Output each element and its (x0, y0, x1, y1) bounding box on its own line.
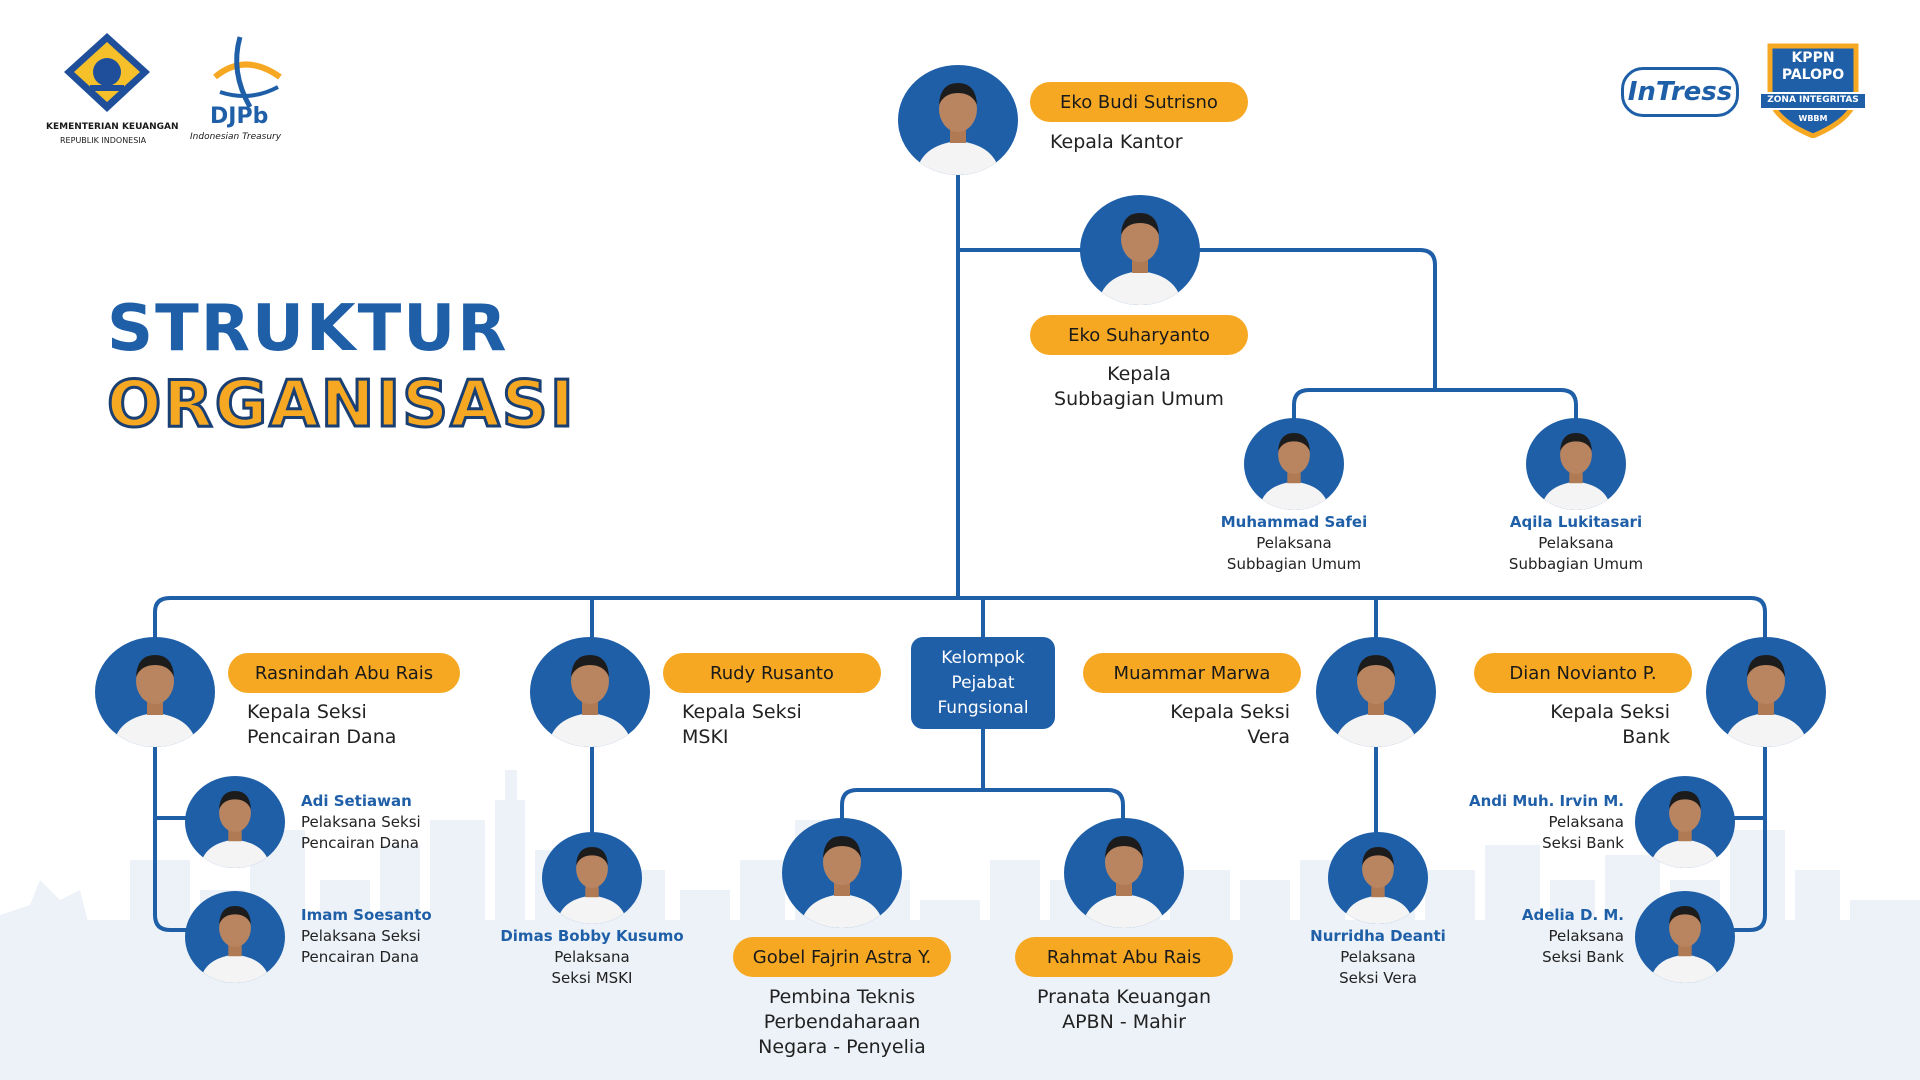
staff-name-safei: Muhammad Safei (1220, 513, 1368, 531)
avatar-gobel (782, 818, 902, 928)
role-rudy: Kepala Seksi MSKI (682, 701, 802, 748)
staff-role-dimas: Pelaksana Seksi MSKI (551, 948, 633, 987)
staff-role-adelia: Pelaksana Seksi Bank (1542, 927, 1624, 966)
staff-role-aqila: Pelaksana Subbagian Umum (1508, 534, 1644, 573)
person-portrait-icon (548, 655, 632, 747)
name-pill-head: Eko Budi Sutrisno (1030, 82, 1248, 122)
person-portrait-icon (1342, 847, 1414, 924)
avatar-imam (185, 891, 285, 983)
person-portrait-icon (113, 655, 197, 747)
avatar-dimas (542, 832, 642, 924)
person-portrait-icon (1724, 655, 1808, 747)
person-portrait-icon (1649, 906, 1721, 983)
kemenkeu-label-1: KEMENTERIAN KEUANGAN (46, 122, 179, 132)
role-muammar: Kepala Seksi Vera (1170, 701, 1290, 748)
role-head: Kepala Kantor (1050, 131, 1183, 153)
kppn-label-2: PALOPO (1781, 67, 1845, 83)
kemenkeu-emblem-icon (64, 33, 150, 112)
djpb-logo (200, 32, 290, 112)
role-subbag: Kepala Subbagian Umum (1054, 363, 1224, 410)
kelompok-jabatan-fungsional-box: Kelompok Pejabat Fungsional (911, 637, 1055, 729)
avatar-rasnindah (95, 637, 215, 747)
staff-role-safei: Pelaksana Subbagian Umum (1226, 534, 1362, 573)
role-rahmat: Pranata Keuangan APBN - Mahir (1036, 986, 1212, 1033)
kppn-bottom-label: WBBM (1798, 114, 1828, 123)
avatar-adelia (1635, 891, 1735, 983)
person-portrait-icon (800, 836, 884, 928)
page-title-line-1: STRUKTUR (107, 292, 509, 366)
avatar-subbag (1080, 195, 1200, 305)
staff-role-imam: Pelaksana Seksi Pencairan Dana (301, 927, 421, 966)
avatar-nurridha (1328, 832, 1428, 924)
djpb-sublabel: Indonesian Treasury (190, 132, 282, 142)
person-portrait-icon (556, 847, 628, 924)
role-gobel: Pembina Teknis Perbendaharaan Negara - P… (758, 986, 926, 1058)
kppn-label-1: KPPN (1791, 50, 1835, 66)
name-pill-dian: Dian Novianto P. (1474, 653, 1692, 693)
name-pill-gobel: Gobel Fajrin Astra Y. (733, 937, 951, 977)
staff-name-imam: Imam Soesanto (301, 906, 432, 924)
person-portrait-icon (1258, 433, 1330, 510)
staff-name-aqila: Aqila Lukitasari (1509, 513, 1643, 531)
djpb-label: DJPb (210, 104, 269, 129)
intress-label: InTress (1627, 77, 1733, 107)
avatar-rudy (530, 637, 650, 747)
staff-role-adi: Pelaksana Seksi Pencairan Dana (301, 813, 421, 852)
avatar-safei (1244, 418, 1344, 510)
avatar-rahmat (1064, 818, 1184, 928)
staff-role-nurridha: Pelaksana Seksi Vera (1339, 948, 1417, 987)
name-pill-rasnindah: Rasnindah Abu Rais (228, 653, 460, 693)
kemenkeu-logo (60, 30, 155, 115)
avatar-andi (1635, 776, 1735, 868)
avatar-muammar (1316, 637, 1436, 747)
staff-name-dimas: Dimas Bobby Kusumo (500, 927, 684, 945)
djpb-swoosh-icon (213, 36, 282, 109)
staff-name-adelia: Adelia D. M. (1521, 906, 1624, 924)
kppn-palopo-badge: KPPN PALOPO ZONA INTEGRITAS WBBM (1758, 38, 1868, 138)
name-pill-muammar: Muammar Marwa (1083, 653, 1301, 693)
person-portrait-icon (916, 83, 1000, 175)
avatar-adi (185, 776, 285, 868)
avatar-dian (1706, 637, 1826, 747)
kemenkeu-label-2: REPUBLIK INDONESIA (60, 136, 147, 145)
person-portrait-icon (199, 791, 271, 868)
person-portrait-icon (1098, 213, 1182, 305)
avatar-head (898, 65, 1018, 175)
avatar-aqila (1526, 418, 1626, 510)
person-portrait-icon (1649, 791, 1721, 868)
shield-icon (1759, 43, 1867, 138)
staff-name-nurridha: Nurridha Deanti (1310, 927, 1446, 945)
person-portrait-icon (1334, 655, 1418, 747)
staff-role-andi: Pelaksana Seksi Bank (1542, 813, 1624, 852)
kppn-ribbon-label: ZONA INTEGRITAS (1767, 95, 1859, 105)
intress-logo: InTress (1621, 67, 1739, 117)
name-pill-rudy: Rudy Rusanto (663, 653, 881, 693)
staff-name-andi: Andi Muh. Irvin M. (1468, 792, 1624, 810)
name-pill-subbag: Eko Suharyanto (1030, 315, 1248, 355)
role-rasnindah: Kepala Seksi Pencairan Dana (247, 701, 397, 748)
person-portrait-icon (1540, 433, 1612, 510)
person-portrait-icon (199, 906, 271, 983)
name-pill-rahmat: Rahmat Abu Rais (1015, 937, 1233, 977)
role-dian: Kepala Seksi Bank (1550, 701, 1670, 748)
page-title-line-2: ORGANISASI (106, 367, 576, 444)
staff-name-adi: Adi Setiawan (301, 792, 412, 810)
person-portrait-icon (1082, 836, 1166, 928)
